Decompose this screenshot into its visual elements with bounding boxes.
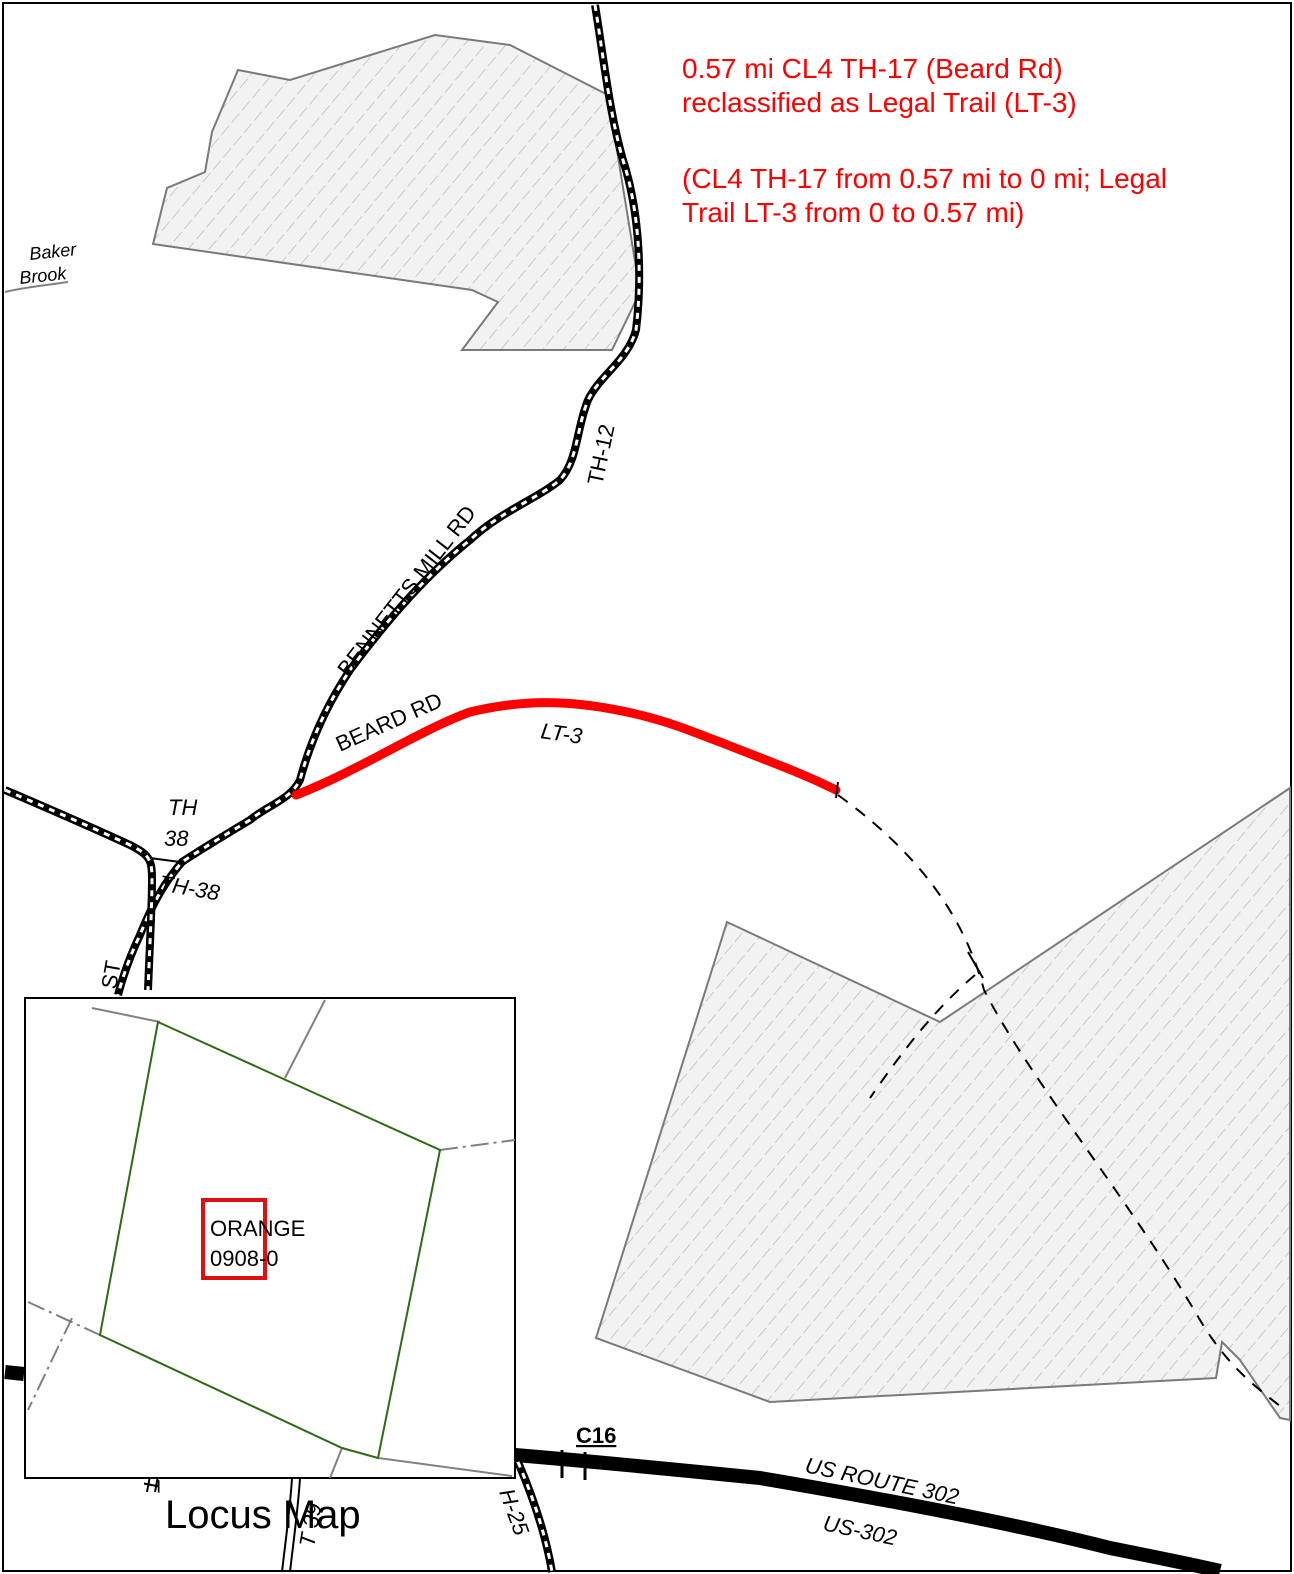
t-39-road [281, 1477, 301, 1573]
hatched-parcel-north [151, 33, 642, 351]
dashed-trail-continuation [837, 794, 1286, 1411]
locus-town-code: 0908-0 [210, 1246, 279, 1271]
locus-marker [201, 1198, 267, 1280]
legal-trail-lt-3 [291, 698, 841, 800]
note-line-2: reclassified as Legal Trail (LT-3) [682, 87, 1077, 118]
locus-map-inset: ORANGE 0908-0 [24, 997, 516, 1479]
note-block-main: 0.57 mi CL4 TH-17 (Beard Rd) reclassifie… [682, 52, 1077, 120]
label-th-38-top: TH [168, 795, 197, 820]
hatched-parcel-southeast [594, 786, 1291, 1422]
label-st-fragment: ST [96, 959, 126, 991]
h-25-road [514, 1460, 556, 1573]
c16-marker-ticks [560, 1450, 587, 1480]
label-brook: Brook [18, 263, 68, 288]
label-th-38-num: 38 [164, 826, 189, 851]
label-c16: C16 [576, 1423, 616, 1448]
town-boundary [98, 1020, 442, 1460]
baker-brook-stream [4, 281, 69, 293]
locus-town-name: ORANGE [210, 1216, 305, 1241]
note-line-3: (CL4 TH-17 from 0.57 mi to 0 mi; Legal [682, 163, 1168, 194]
note-line-1: 0.57 mi CL4 TH-17 (Beard Rd) [682, 53, 1063, 84]
label-lt-3: LT-3 [539, 718, 584, 749]
note-block-detail: (CL4 TH-17 from 0.57 mi to 0 mi; Legal T… [682, 162, 1167, 230]
label-baker: Baker [28, 239, 78, 264]
label-t-fragment: T [139, 1478, 164, 1493]
us-route-302 [4, 1365, 1222, 1574]
locus-map-title: Locus Map [165, 1493, 361, 1537]
note-line-4: Trail LT-3 from 0 to 0.57 mi) [682, 197, 1025, 228]
th-38-road [3, 786, 181, 991]
bennetts-mill-road [114, 4, 644, 997]
